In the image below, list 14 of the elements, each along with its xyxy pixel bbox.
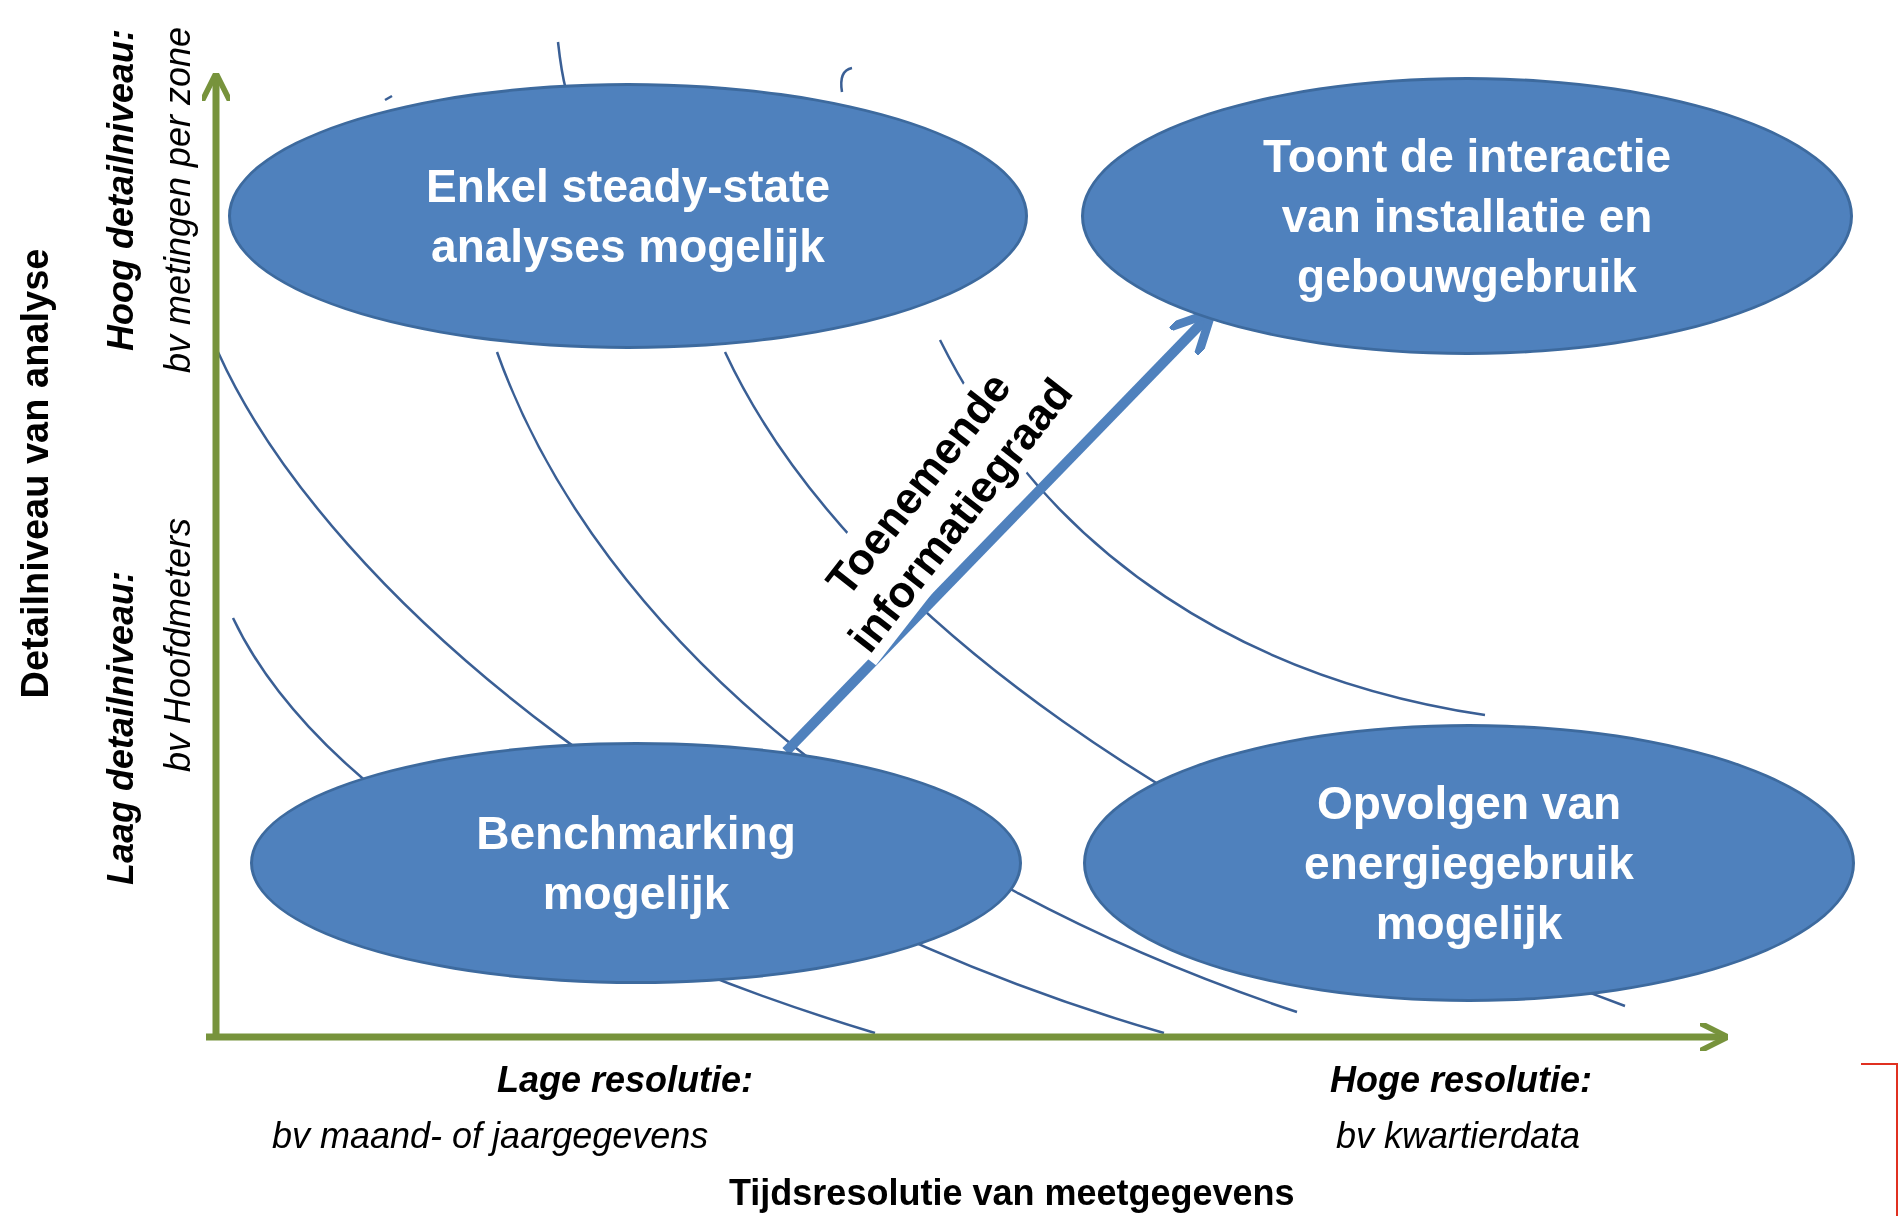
axis-label: bv Hoofdmeters: [157, 517, 200, 773]
node-label: Enkel steady-state analyses mogelijk: [425, 159, 831, 274]
axis-label: bv kwartierdata: [1336, 1115, 1581, 1157]
axis-label: Hoog detailniveau:: [100, 29, 142, 351]
axis-label: Detailniveau van analyse: [14, 248, 58, 698]
axis-label: bv maand- of jaargegevens: [272, 1115, 709, 1157]
node-label: Benchmarking mogelijk: [475, 806, 797, 921]
node-label: Opvolgen van energiegebruik mogelijk: [1303, 776, 1635, 951]
axis-label: Laag detailniveau:: [100, 570, 143, 886]
axis-label: Tijdsresolutie van meetgegevens: [729, 1172, 1295, 1214]
axis-label: Lage resolutie:: [497, 1059, 754, 1101]
axis-label: Hoge resolutie:: [1330, 1059, 1593, 1101]
node-label: Toont de interactie van installatie en gebouwgebruik: [1261, 129, 1673, 304]
axis-label: bv metingen per zone: [157, 26, 200, 374]
